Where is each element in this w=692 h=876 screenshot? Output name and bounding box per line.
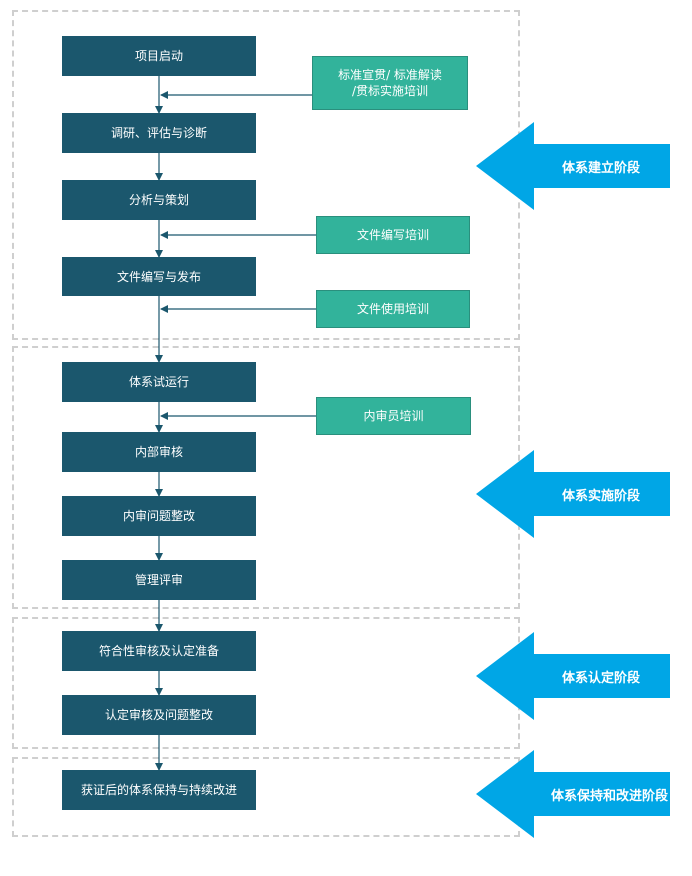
left-arrow-shape: [476, 750, 670, 838]
training-standard-line2: /贯标实施培训: [351, 84, 429, 98]
phase-label-establish: 体系建立阶段: [561, 160, 640, 176]
phase-arrow-establish: 体系建立阶段: [476, 122, 672, 210]
training-standard-line1: 标准宣贯/ 标准解读: [338, 68, 442, 82]
phase-label-implement: 体系实施阶段: [561, 488, 640, 504]
step-document-writing: 文件编写与发布: [62, 257, 256, 296]
phase-arrow-certify: 体系认定阶段: [476, 632, 672, 720]
step-conformity-prep: 符合性审核及认定准备: [62, 631, 256, 671]
step-post-certification: 获证后的体系保持与持续改进: [62, 770, 256, 810]
phase-arrow-implement: 体系实施阶段: [476, 450, 672, 538]
step-certification-audit: 认定审核及问题整改: [62, 695, 256, 735]
step-project-kickoff: 项目启动: [62, 36, 256, 76]
phase-label-maintain: 体系保持和改进阶段: [550, 788, 668, 804]
step-management-review: 管理评审: [62, 560, 256, 600]
step-trial-run: 体系试运行: [62, 362, 256, 402]
step-internal-audit: 内部审核: [62, 432, 256, 472]
left-arrow-shape: [476, 632, 670, 720]
step-research-assessment: 调研、评估与诊断: [62, 113, 256, 153]
training-document-usage: 文件使用培训: [316, 290, 470, 328]
training-document-writing: 文件编写培训: [316, 216, 470, 254]
training-standard-promotion: 标准宣贯/ 标准解读 /贯标实施培训: [312, 56, 468, 110]
step-analysis-planning: 分析与策划: [62, 180, 256, 220]
step-audit-rectification: 内审问题整改: [62, 496, 256, 536]
left-arrow-shape: [476, 450, 670, 538]
left-arrow-shape: [476, 122, 670, 210]
phase-label-certify: 体系认定阶段: [561, 670, 640, 686]
training-internal-auditor: 内审员培训: [316, 397, 471, 435]
phase-arrow-maintain: 体系保持和改进阶段: [476, 750, 672, 838]
